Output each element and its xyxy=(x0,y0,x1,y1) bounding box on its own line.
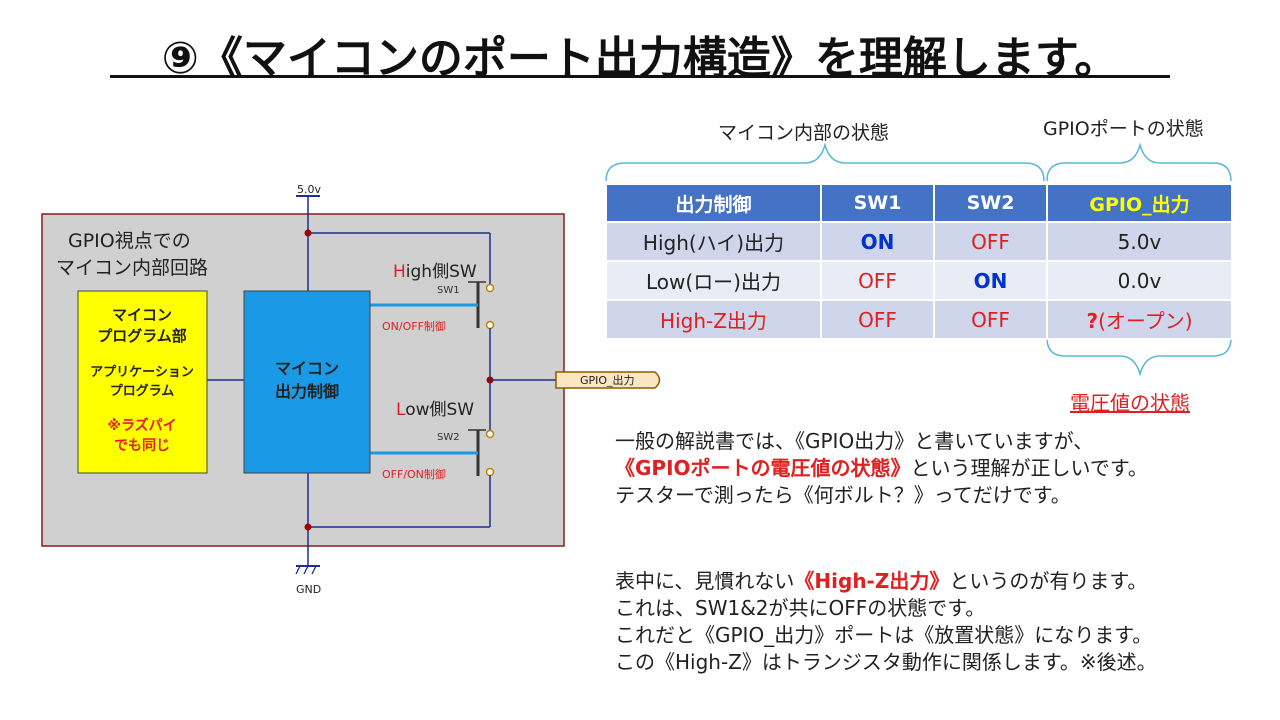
table-row: High(ハイ)出力 ON OFF 5.0v xyxy=(605,221,1233,262)
port-state-table: 出力制御 SW1 SW2 GPIO_出力 High(ハイ)出力 ON OFF 5… xyxy=(605,183,1233,340)
sw2-control-label: OFF/ON制御 xyxy=(382,467,446,481)
high-side-label: High側SW xyxy=(393,262,477,282)
control-line1: マイコン xyxy=(275,359,339,378)
para2-line1-start: 表中に、見慣れない xyxy=(615,569,795,593)
box-title-line2: マイコン内部回路 xyxy=(56,257,208,279)
para2-line2: これは、SW1&2が共にOFFの状態です。 xyxy=(615,596,986,620)
cell-mode: High-Z出力 xyxy=(605,299,822,340)
unknown-mark: ? xyxy=(1086,309,1099,333)
cell-mode: High(ハイ)出力 xyxy=(605,221,822,262)
brace-voltage xyxy=(1046,337,1232,377)
brace-label-internal: マイコン内部の状態 xyxy=(718,122,890,144)
table-row: Low(ロー)出力 OFF ON 0.0v xyxy=(605,260,1233,301)
cell-sw2: OFF xyxy=(933,299,1048,340)
low-side-label: Low側SW xyxy=(396,400,474,420)
para2-highlight: 《High-Z出力》 xyxy=(794,569,950,593)
header-output-control: 出力制御 xyxy=(605,183,822,223)
gpio-tag-label: GPIO_出力 xyxy=(580,373,635,387)
brace-label-voltage: 電圧値の状態 xyxy=(1070,391,1190,415)
ground-icon xyxy=(295,565,320,575)
cell-gpio: 0.0v xyxy=(1046,260,1233,301)
high-side-rest: igh側SW xyxy=(406,262,477,282)
program-line4: プログラム xyxy=(110,383,175,399)
table-header-row: 出力制御 SW1 SW2 GPIO_出力 xyxy=(605,183,1233,223)
program-line1: マイコン xyxy=(112,306,172,324)
header-sw1: SW1 xyxy=(820,183,935,223)
program-line2: プログラム部 xyxy=(97,327,187,345)
para1-line1: 一般の解説書では、《GPIO出力》と書いていますが、 xyxy=(615,429,1094,453)
para2-line1-end: というのが有ります。 xyxy=(949,569,1148,593)
header-sw2: SW2 xyxy=(933,183,1048,223)
program-note1: ※ラズパイ xyxy=(107,417,176,434)
cell-sw1: OFF xyxy=(820,299,935,340)
header-gpio-output: GPIO_出力 xyxy=(1046,183,1233,223)
brace-gpio xyxy=(1046,142,1232,182)
para1-line3: テスターで測ったら《何ボルト？》ってだけです。 xyxy=(615,483,1071,507)
title-underline xyxy=(110,75,1170,78)
cell-sw2: OFF xyxy=(933,221,1048,262)
brace-label-gpio: GPIOポートの状態 xyxy=(1043,118,1204,140)
junction-top xyxy=(304,229,312,237)
low-side-initial: L xyxy=(396,400,406,420)
para2-line4: この《High-Z》はトランジスタ動作に関係します。※後述。 xyxy=(615,650,1157,674)
sw1-control-label: ON/OFF制御 xyxy=(382,319,446,333)
program-block xyxy=(77,290,208,474)
cell-gpio: 5.0v xyxy=(1046,221,1233,262)
explanation-paragraph-2: 表中に、見慣れない《High-Z出力》というのが有ります。 これは、SW1&2が… xyxy=(615,568,1157,676)
cell-sw1: ON xyxy=(820,221,935,262)
open-label: (オープン) xyxy=(1098,309,1193,333)
low-side-rest: ow側SW xyxy=(405,400,474,420)
control-block xyxy=(243,290,371,474)
box-title-line1: GPIO視点での xyxy=(68,230,191,252)
table-row: High-Z出力 OFF OFF ?(オープン) xyxy=(605,299,1233,340)
para1-line2-rest: という理解が正しいです。 xyxy=(910,456,1148,480)
cell-sw2: ON xyxy=(933,260,1048,301)
gnd-label: GND xyxy=(296,583,321,596)
program-note2: でも同じ xyxy=(114,438,170,454)
sw1-label: SW1 xyxy=(437,285,460,296)
para1-highlight: 《GPIOポートの電圧値の状態》 xyxy=(615,456,911,480)
vcc-label: 5.0v xyxy=(297,183,321,196)
para1-line2: 《GPIOポートの電圧値の状態》という理解が正しいです。 xyxy=(615,455,1148,482)
sw2-label: SW2 xyxy=(437,432,460,443)
brace-internal xyxy=(605,142,1045,182)
junction-bottom xyxy=(304,523,312,531)
cell-sw1: OFF xyxy=(820,260,935,301)
para2-line1: 表中に、見慣れない《High-Z出力》というのが有ります。 xyxy=(615,568,1157,595)
gpio-output-tag xyxy=(555,371,661,389)
cell-mode: Low(ロー)出力 xyxy=(605,260,822,301)
control-line2: 出力制御 xyxy=(275,382,339,401)
program-line3: アプリケーション xyxy=(90,365,194,380)
explanation-paragraph-1: 一般の解説書では、《GPIO出力》と書いていますが、 《GPIOポートの電圧値の… xyxy=(615,428,1148,509)
cell-gpio: ?(オープン) xyxy=(1046,299,1233,340)
para2-line3: これだと《GPIO_出力》ポートは《放置状態》になります。 xyxy=(615,623,1153,647)
high-side-initial: H xyxy=(393,262,406,282)
